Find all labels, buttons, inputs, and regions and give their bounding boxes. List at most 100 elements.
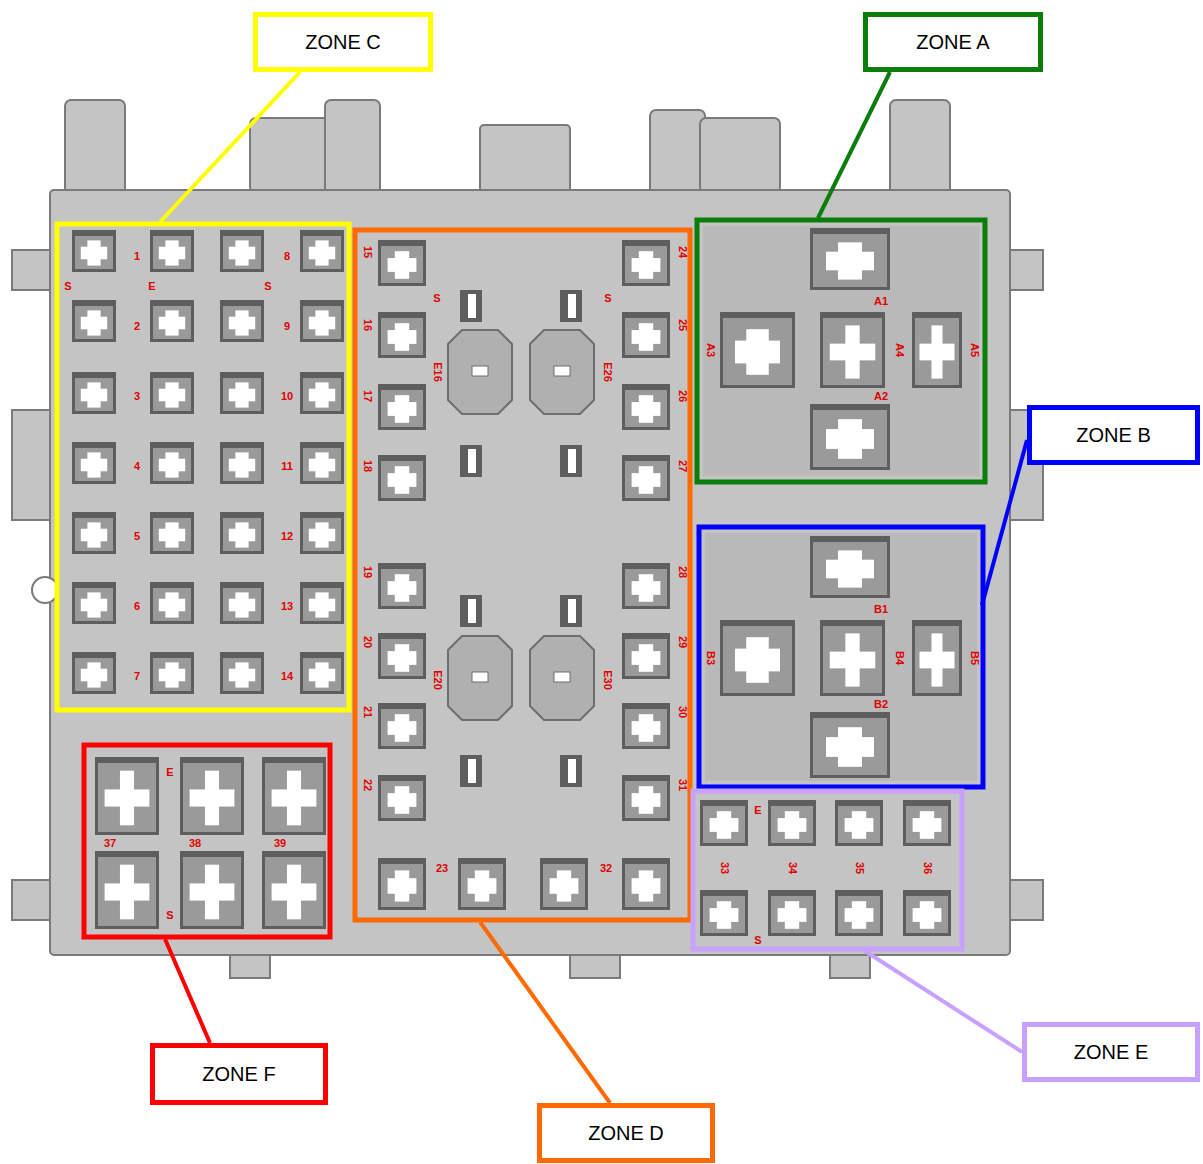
- fuse-slot-cross: [315, 382, 328, 407]
- fuse-slot-inner: [75, 588, 113, 621]
- zone-name: ZONE F: [202, 1063, 275, 1086]
- zone-outlines: [57, 220, 985, 949]
- fuse-slot-inner: [303, 378, 341, 411]
- fuse-slot-cross: [395, 644, 409, 672]
- leader-line: [818, 72, 890, 218]
- fuse-number: B5: [969, 651, 980, 665]
- fuse-number: B3: [705, 651, 716, 665]
- fuse-slot: [150, 512, 194, 554]
- fuse-slot-inner: [543, 864, 585, 907]
- fuse-number: 6: [134, 601, 140, 612]
- fuse-slot: [150, 442, 194, 484]
- fuse-number: 22: [362, 779, 373, 791]
- fuse-slot-inner: [75, 448, 113, 481]
- fuse-slot-cross: [87, 310, 100, 335]
- fuse-slot-cross: [235, 662, 248, 687]
- fuse-slot-cross: [235, 452, 248, 477]
- relay-pin: [472, 672, 488, 682]
- fuse-number: 3: [134, 391, 140, 402]
- fuse-slot: [150, 652, 194, 694]
- fuse-slot-inner: [771, 896, 813, 933]
- fuse-slot: [810, 404, 890, 470]
- fuse-slot: [458, 858, 506, 910]
- fuse-number: 31: [677, 779, 688, 791]
- fuse-slot-inner: [98, 857, 156, 926]
- fuse-slot-cross: [315, 240, 328, 265]
- zone-callout-box: ZONE D: [537, 1103, 715, 1163]
- fuse-slot-inner: [183, 857, 241, 926]
- fuse-number: E: [166, 767, 173, 778]
- fuse-slots: [72, 228, 962, 936]
- leader-line: [480, 922, 610, 1103]
- fuse-slot: [622, 312, 670, 358]
- fuse-slot: [72, 652, 116, 694]
- fuse-slot-cross: [845, 325, 859, 378]
- leader-line: [865, 951, 1022, 1052]
- fuse-number: S: [433, 293, 440, 304]
- fuse-slot: [820, 620, 885, 696]
- fuse-slot-cross: [315, 452, 328, 477]
- fuse-number: 11: [281, 461, 293, 472]
- relay-socket: [448, 636, 512, 720]
- fuse-slot-cross: [746, 637, 769, 683]
- fuse-slot-inner: [183, 763, 241, 832]
- fuse-slot-inner: [153, 448, 191, 481]
- fuse-slot: [150, 230, 194, 272]
- zone-callout-box: ZONE B: [1027, 405, 1200, 465]
- fuse-slot-inner: [381, 864, 423, 907]
- fuse-slot-inner: [153, 658, 191, 691]
- terminal-slot: [460, 445, 482, 477]
- fuse-slot-inner: [303, 448, 341, 481]
- zone-outline: [355, 230, 690, 920]
- fuse-slot: [180, 851, 244, 929]
- fuse-slot-inner: [381, 709, 423, 746]
- fuse-number: E26: [602, 362, 613, 382]
- fuse-slot-cross: [845, 633, 859, 686]
- fuse-number: 35: [854, 862, 865, 874]
- zone-outline: [699, 527, 983, 787]
- fuse-slot-cross: [287, 865, 301, 920]
- fuse-number: 14: [281, 671, 293, 682]
- fuse-slot-cross: [838, 242, 862, 279]
- fuse-slot-inner: [223, 236, 261, 269]
- fuse-slot-cross: [639, 644, 653, 672]
- fuse-number: A4: [894, 343, 905, 357]
- fuse-slot: [622, 563, 670, 609]
- fuse-slot: [622, 858, 670, 910]
- fuse-number: 37: [104, 838, 116, 849]
- terminal-slot-inner: [568, 449, 576, 473]
- fuse-slot-cross: [475, 870, 489, 901]
- relay-socket: [530, 330, 594, 414]
- fuse-slot: [835, 800, 883, 846]
- fuse-slot: [378, 858, 426, 910]
- fuse-slot-inner: [915, 626, 959, 693]
- fuse-slot: [220, 230, 264, 272]
- fuse-slot: [912, 620, 962, 696]
- terminal-slot-inner: [568, 294, 576, 318]
- fuse-slot-cross: [395, 870, 409, 901]
- fuse-number: S: [754, 935, 761, 946]
- fuse-slot-cross: [120, 865, 134, 920]
- fuse-slot-inner: [625, 639, 667, 676]
- fuse-number: E: [754, 805, 761, 816]
- fuse-slot-cross: [395, 395, 409, 423]
- fuse-number: A1: [874, 296, 888, 307]
- fuse-slot: [378, 312, 426, 358]
- fuse-slot: [720, 312, 795, 388]
- fuse-slot-inner: [381, 390, 423, 427]
- fuse-slot: [810, 536, 890, 598]
- fuse-slot-cross: [315, 662, 328, 687]
- fuse-slot: [180, 757, 244, 835]
- fuse-slot-inner: [153, 236, 191, 269]
- fuse-slot-cross: [165, 240, 178, 265]
- fuse-slot: [72, 300, 116, 342]
- relay-pin: [472, 366, 488, 376]
- fuse-slot: [378, 384, 426, 430]
- fuse-number: 7: [134, 671, 140, 682]
- fuse-slot-cross: [639, 395, 653, 423]
- fuse-slot-cross: [932, 325, 943, 378]
- fuse-slot-cross: [557, 870, 571, 901]
- fuse-slot: [903, 890, 951, 936]
- fuse-slot: [540, 858, 588, 910]
- fuse-slot-inner: [75, 378, 113, 411]
